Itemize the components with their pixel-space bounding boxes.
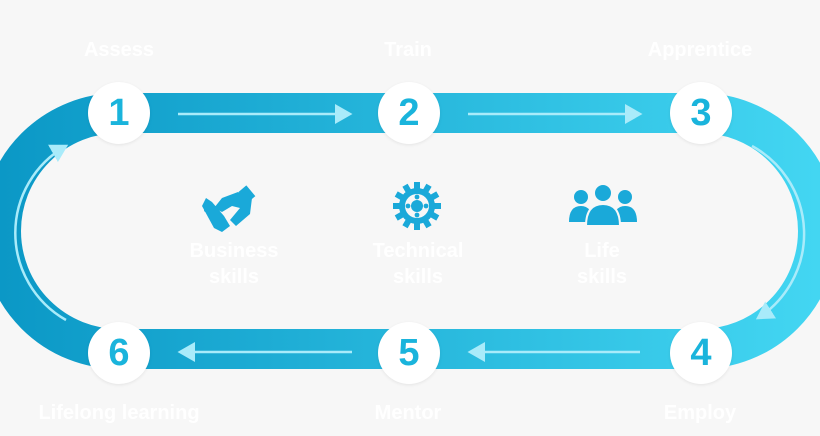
step-label-train: Train bbox=[384, 39, 432, 61]
skill-life-line1: Life bbox=[584, 240, 620, 262]
arrow-3-4 bbox=[751, 144, 806, 320]
step-label-employ: Employ bbox=[663, 402, 737, 424]
gear-icon bbox=[393, 182, 441, 230]
skill-life: Life skills bbox=[532, 238, 672, 290]
skill-business-line2: skills bbox=[208, 266, 260, 288]
step-label-mentor: Mentor bbox=[374, 402, 442, 424]
skill-business-line1: Business bbox=[189, 240, 279, 262]
skill-technical-line1: Technical bbox=[372, 240, 464, 262]
step-circle-1: 1 bbox=[88, 82, 150, 144]
step-circle-5: 5 bbox=[378, 322, 440, 384]
arrow-6-1 bbox=[14, 144, 69, 322]
step-circle-2: 2 bbox=[378, 82, 440, 144]
skill-life-line2: skills bbox=[576, 266, 628, 288]
skill-technical: Technical skills bbox=[348, 238, 488, 290]
step-circle-4: 4 bbox=[670, 322, 732, 384]
skill-technical-line2: skills bbox=[392, 266, 444, 288]
skill-business: Business skills bbox=[164, 238, 304, 290]
step-label-assess: Assess bbox=[83, 39, 155, 61]
step-circle-3: 3 bbox=[670, 82, 732, 144]
people-icon bbox=[569, 183, 637, 227]
step-label-apprentice: Apprentice bbox=[647, 39, 753, 61]
loop-track bbox=[0, 93, 820, 369]
step-circle-6: 6 bbox=[88, 322, 150, 384]
handshake-icon bbox=[202, 185, 256, 232]
step-label-lifelong-learning: Lifelong learning bbox=[38, 402, 200, 424]
